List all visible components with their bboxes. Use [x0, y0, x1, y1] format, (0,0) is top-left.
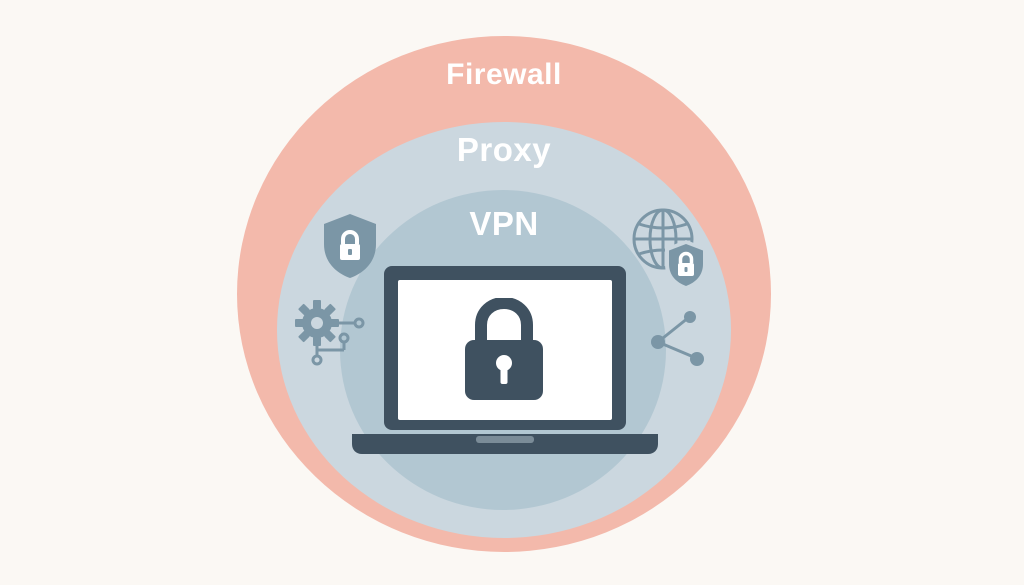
vpn-label: VPN — [469, 205, 539, 242]
proxy-label: Proxy — [456, 131, 552, 168]
gear-network-icon — [294, 296, 368, 370]
padlock-icon — [462, 298, 546, 404]
globe-icon — [630, 206, 696, 272]
firewall-label: Firewall — [446, 58, 562, 91]
shield-lock-small-icon — [662, 238, 710, 292]
share-nodes-icon — [646, 308, 708, 370]
shield-lock-icon — [318, 210, 382, 282]
